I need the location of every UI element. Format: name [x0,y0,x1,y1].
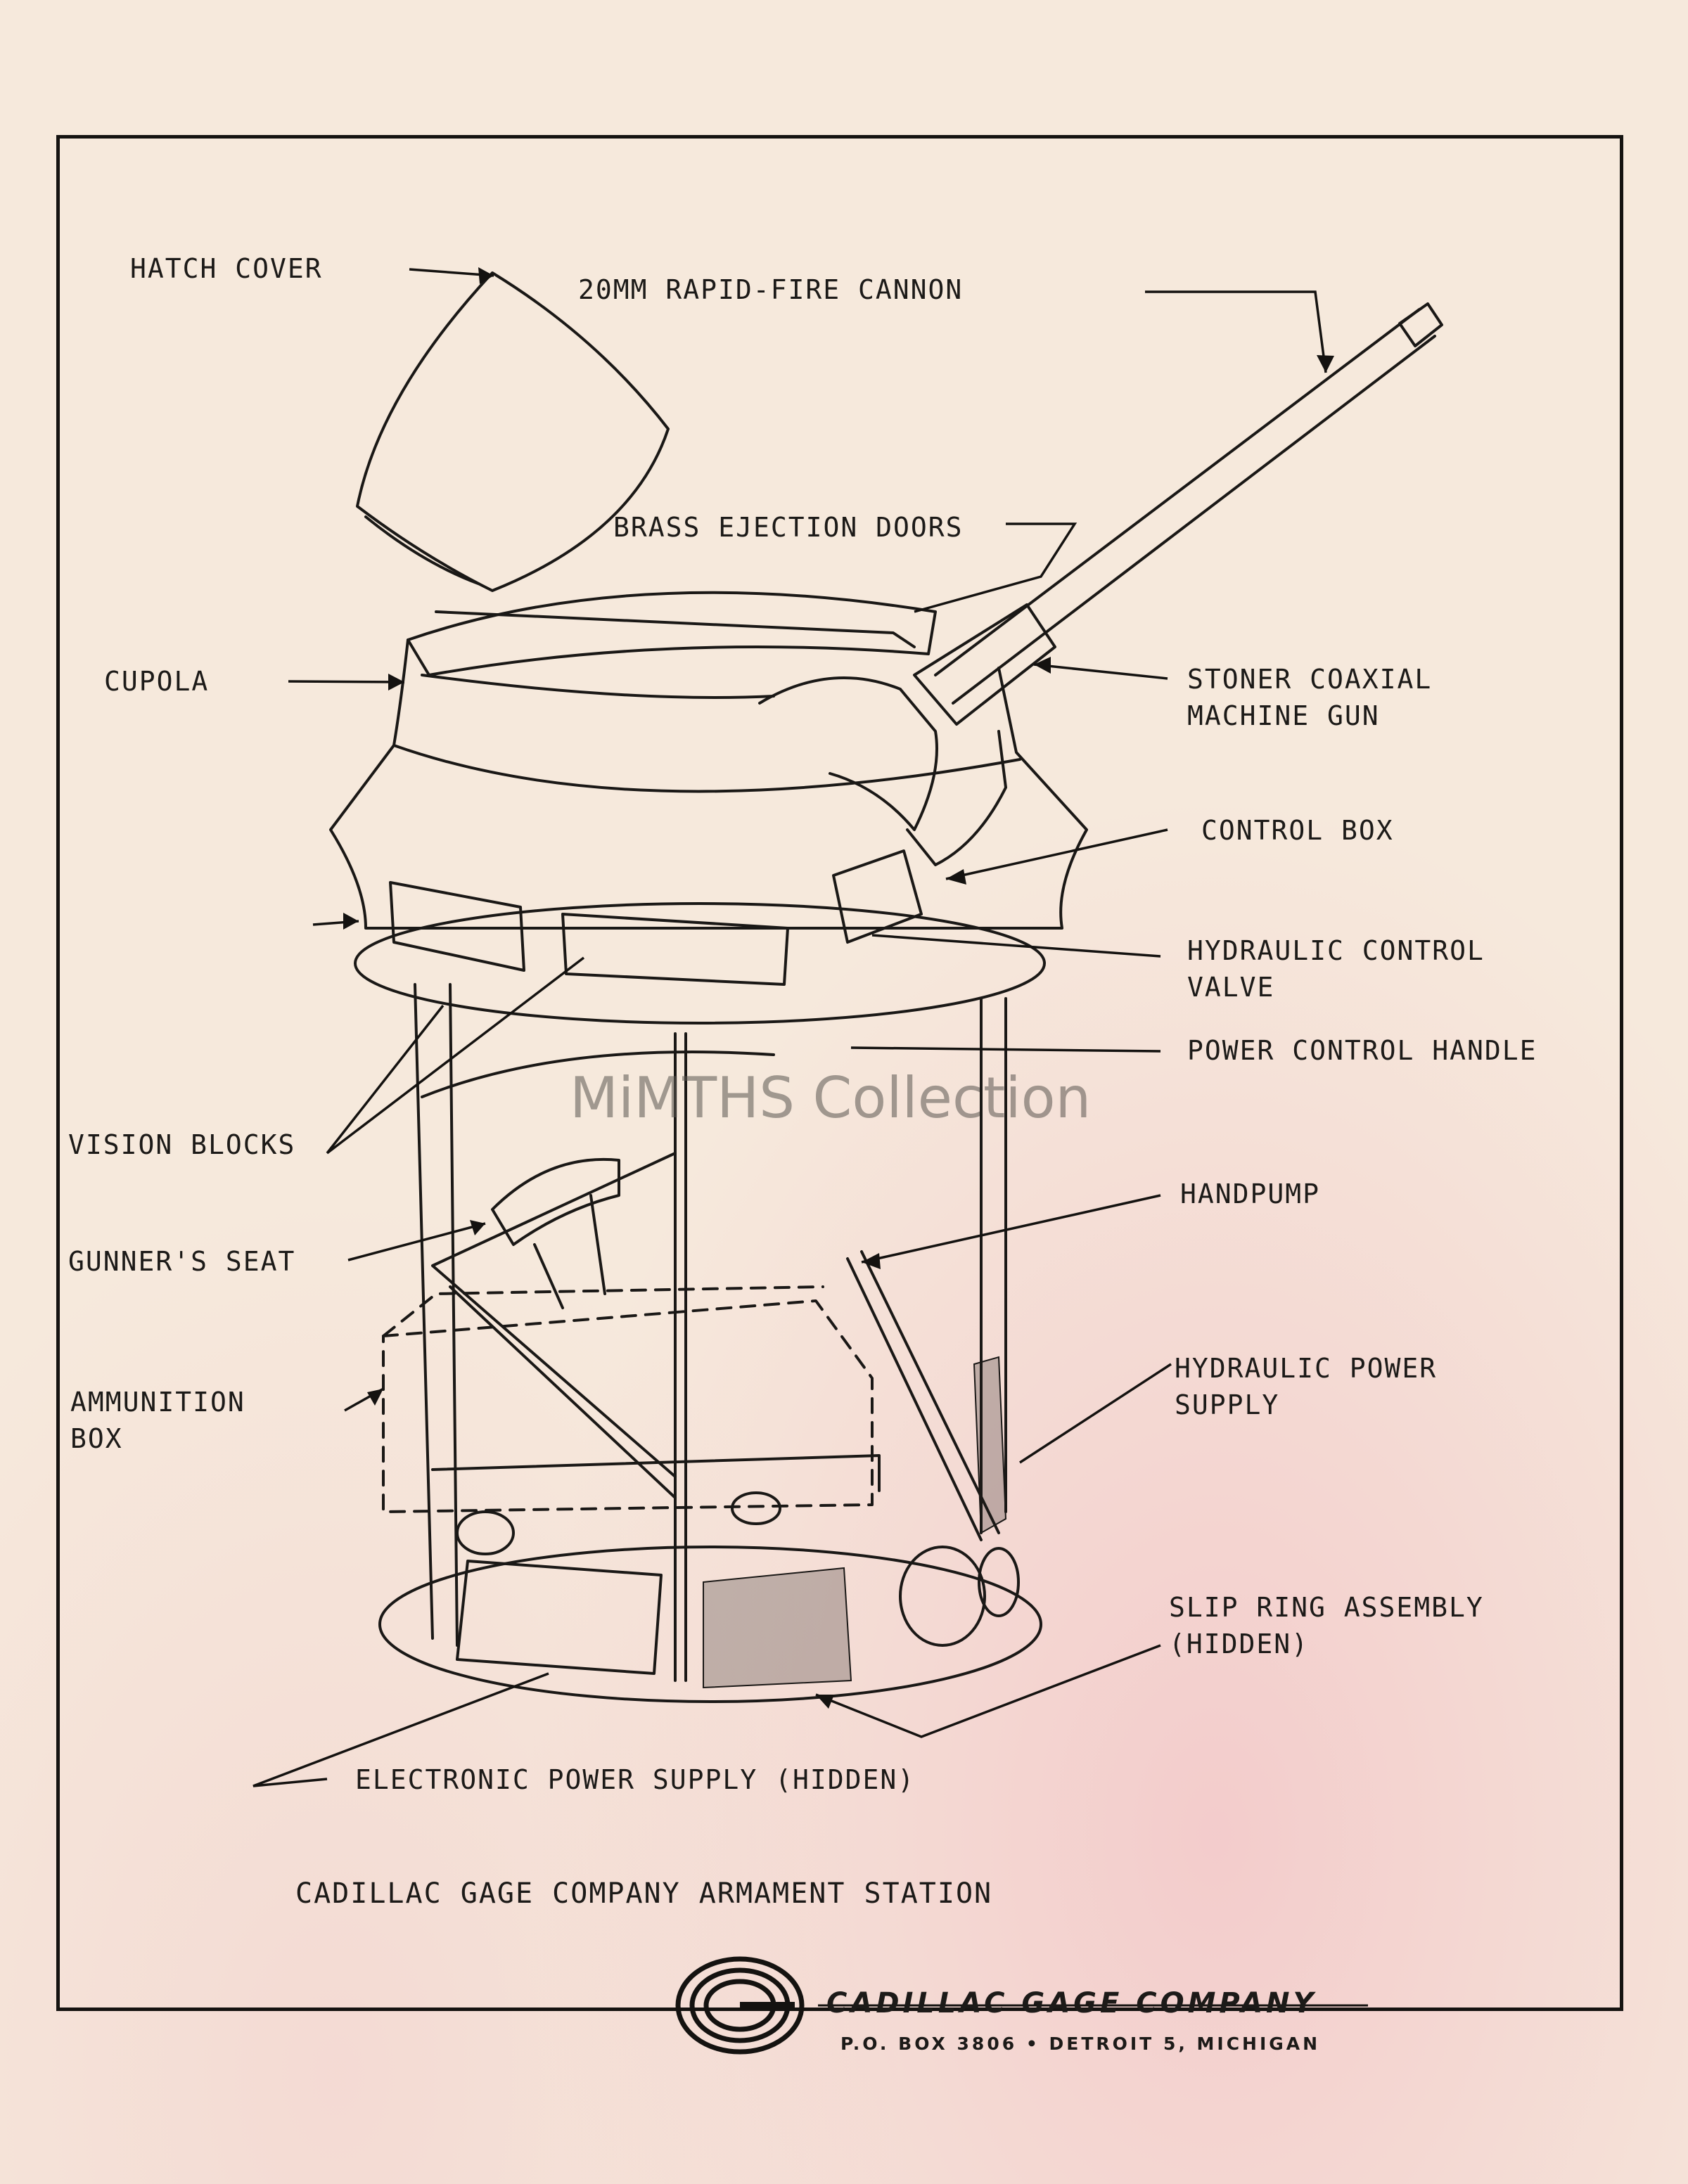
leader-brass [914,522,1078,613]
label-hatch-cover: HATCH COVER [130,253,323,284]
vision-block-left [389,881,525,972]
label-brass-ejection-doors: BRASS EJECTION DOORS [613,512,964,543]
hatch-cover-shape [356,271,670,592]
leader-vision [326,956,585,1155]
gunners-seat-shape [491,1157,620,1246]
leader-cupola [288,680,405,683]
collection-watermark: MiMTHS Collection [570,1065,1092,1131]
leader-power-handle [850,1046,1161,1053]
label-gunners-seat: GUNNER'S SEAT [68,1246,296,1277]
label-stoner-line2: MACHINE GUN [1187,700,1380,731]
label-power-control-handle: POWER CONTROL HANDLE [1187,1035,1537,1066]
label-hydraulic-valve-line2: VALVE [1187,972,1275,1003]
leader-hyd-power [1019,1363,1172,1464]
cupola-ring [354,902,1046,1024]
support-columns [414,983,1007,1682]
handpump-lever [846,1250,1000,1541]
leader-control-box [945,828,1168,880]
cupola-top [407,591,937,676]
label-hydraulic-valve-line1: HYDRAULIC CONTROL [1187,935,1485,966]
label-stoner-line1: STONER COAXIAL [1187,664,1433,695]
label-handpump: HANDPUMP [1180,1178,1321,1209]
label-ammo-line2: BOX [70,1423,123,1454]
company-address: P.O. BOX 3806 • DETROIT 5, MICHIGAN [840,2034,1321,2054]
leader-cannon [1145,290,1327,373]
label-cannon: 20MM RAPID-FIRE CANNON [578,274,964,305]
cupola-body [329,638,1088,930]
label-vision-blocks: VISION BLOCKS [68,1129,296,1160]
vision-block-center [561,913,789,986]
label-ammo-line1: AMMUNITION [70,1387,245,1418]
label-control-box: CONTROL BOX [1201,815,1394,846]
leader-hyd-valve [871,934,1161,958]
label-hydraulic-power-line2: SUPPLY [1175,1389,1280,1420]
base-platform [378,1546,1042,1703]
ammunition-box-shape [382,1299,874,1513]
control-box-shape [832,849,923,944]
label-slip-ring-line1: SLIP RING ASSEMBLY [1169,1592,1484,1623]
diagram-caption: CADILLAC GAGE COMPANY ARMAMENT STATION [295,1877,993,1910]
leader-stoner [1033,663,1168,680]
label-slip-ring-line2: (HIDDEN) [1169,1629,1310,1659]
leader-seat [347,1222,486,1261]
leader-electronic [252,1672,549,1787]
cannon-barrel [934,308,1436,705]
leader-slip [815,1644,1161,1738]
label-hydraulic-power-line1: HYDRAULIC POWER [1175,1353,1438,1384]
label-cupola: CUPOLA [104,666,210,697]
company-name: CADILLAC GAGE COMPANY [826,1987,1317,2019]
cadillac-gage-logo [675,1956,805,2055]
diagram-frame [56,135,1623,2011]
leader-handpump [861,1194,1161,1264]
label-electronic-power-supply: ELECTRONIC POWER SUPPLY (HIDDEN) [355,1764,916,1795]
